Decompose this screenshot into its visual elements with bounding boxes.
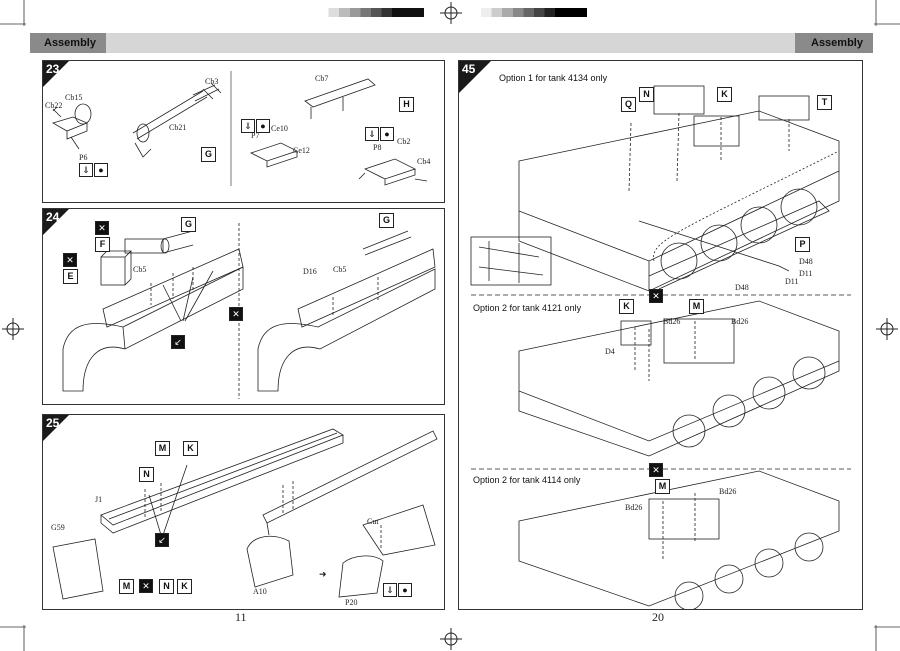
label-cb21: Cb21 bbox=[169, 123, 187, 132]
remove-part-icon: ✕ bbox=[63, 253, 77, 267]
label-bd26: Bd26 bbox=[719, 487, 737, 496]
label-cb4: Cb4 bbox=[417, 157, 431, 166]
bend-arrow-icon: ↙ bbox=[171, 335, 185, 349]
part-g-box: G bbox=[181, 217, 196, 232]
option-2-caption-4121: Option 2 for tank 4121 only bbox=[473, 303, 582, 313]
label-p7: P7 bbox=[251, 131, 260, 140]
header-bar bbox=[30, 33, 873, 53]
header-tab-left: Assembly bbox=[30, 33, 106, 53]
step-23-panel: 23 Cb22 Cb15 P6 ⇓ ● Cb3 Cb21 G Cb7 H ⇓ ● bbox=[42, 60, 445, 203]
bend-arrow-icon: ↙ bbox=[155, 533, 169, 547]
arrow-glyph: ➜ bbox=[319, 569, 327, 579]
step-25-panel: 25 M K N J1 G59 ↙ M ✕ N K A10 Cut ➜ P20 … bbox=[42, 414, 445, 610]
part-m-box: M bbox=[155, 441, 170, 456]
label-cb2: Cb2 bbox=[397, 137, 411, 146]
label-d48: D48 bbox=[799, 257, 813, 266]
label-bd26: Bd26 bbox=[625, 503, 643, 512]
step-45-panel: 45 Option 1 for tank 4134 only bbox=[458, 60, 863, 610]
step-25-badge bbox=[43, 415, 69, 441]
remove-part-icon: ✕ bbox=[649, 289, 663, 303]
step-24-number: 24 bbox=[46, 210, 60, 224]
step-24-badge bbox=[43, 209, 69, 235]
label-a10: A10 bbox=[253, 587, 267, 596]
header-tab-right: Assembly bbox=[795, 33, 873, 53]
part-f-box: F bbox=[95, 237, 110, 252]
part-g-box: G bbox=[201, 147, 216, 162]
registration-mark-top bbox=[440, 2, 462, 24]
step-25-drawing bbox=[52, 428, 438, 600]
label-bd26: Bd26 bbox=[663, 317, 681, 326]
color-registration-strip-right bbox=[481, 8, 587, 17]
glue-icon: ⇓ bbox=[365, 127, 379, 141]
label-d4: D4 bbox=[605, 347, 615, 356]
part-m-box: M bbox=[689, 299, 704, 314]
step-23-badge bbox=[43, 61, 69, 87]
page-number-left: 11 bbox=[235, 610, 247, 624]
label-p20: P20 bbox=[345, 598, 358, 607]
label-d11: D11 bbox=[785, 277, 799, 286]
cement-icon: ● bbox=[380, 127, 394, 141]
step-25-number: 25 bbox=[46, 416, 60, 430]
remove-part-icon: ✕ bbox=[95, 221, 109, 235]
cement-icon: ● bbox=[94, 163, 108, 177]
label-cb7: Cb7 bbox=[315, 74, 329, 83]
option-1-caption: Option 1 for tank 4134 only bbox=[499, 73, 608, 83]
part-k-box: K bbox=[183, 441, 198, 456]
registration-mark-bottom bbox=[440, 628, 462, 650]
option-2-caption-4114: Option 2 for tank 4114 only bbox=[473, 475, 581, 485]
part-k-box: K bbox=[717, 87, 732, 102]
step-23-drawing bbox=[51, 71, 428, 186]
label-bd26: Bd26 bbox=[731, 317, 749, 326]
step-24-panel: 24 G ✕ F ✕ E Cb5 ↙ ✕ bbox=[42, 208, 445, 405]
label-p6: P6 bbox=[79, 153, 88, 162]
remove-part-icon: ✕ bbox=[139, 579, 153, 593]
label-cb22: Cb22 bbox=[45, 101, 63, 110]
step-23-number: 23 bbox=[46, 62, 60, 76]
label-cb3: Cb3 bbox=[205, 77, 219, 86]
part-k-box: K bbox=[619, 299, 634, 314]
label-g59: G59 bbox=[51, 523, 65, 532]
step-45-number: 45 bbox=[462, 62, 476, 76]
part-m-box: M bbox=[119, 579, 134, 594]
registration-mark-right bbox=[876, 318, 898, 340]
glue-icon: ⇓ bbox=[241, 119, 255, 133]
label-ce12: Ce12 bbox=[293, 146, 310, 155]
part-n-box: N bbox=[139, 467, 154, 482]
cement-icon: ● bbox=[256, 119, 270, 133]
part-p-box: P bbox=[795, 237, 810, 252]
label-ce10: Ce10 bbox=[271, 124, 288, 133]
page-number-right: 20 bbox=[652, 610, 664, 624]
step-45-drawing bbox=[470, 85, 851, 609]
part-g-box: G bbox=[379, 213, 394, 228]
part-m-box: M bbox=[655, 479, 670, 494]
part-n-box: N bbox=[639, 87, 654, 102]
remove-part-icon: ✕ bbox=[229, 307, 243, 321]
label-p8: P8 bbox=[373, 143, 382, 152]
part-h-box: H bbox=[399, 97, 414, 112]
label-cb5: Cb5 bbox=[133, 265, 147, 274]
label-d48: D48 bbox=[735, 283, 749, 292]
label-cut: Cut bbox=[367, 517, 379, 526]
label-d16: D16 bbox=[303, 267, 317, 276]
glue-icon: ⇓ bbox=[383, 583, 397, 597]
cement-icon: ● bbox=[398, 583, 412, 597]
color-registration-strip-left bbox=[318, 8, 424, 17]
label-cb5: Cb5 bbox=[333, 265, 347, 274]
registration-mark-left bbox=[2, 318, 24, 340]
part-t-box: T bbox=[817, 95, 832, 110]
part-k-box: K bbox=[177, 579, 192, 594]
label-j1: J1 bbox=[95, 495, 103, 504]
label-d11: D11 bbox=[799, 269, 813, 278]
label-cb15: Cb15 bbox=[65, 93, 83, 102]
step-45-badge bbox=[459, 61, 491, 93]
part-n-box: N bbox=[159, 579, 174, 594]
part-e-box: E bbox=[63, 269, 78, 284]
glue-icon: ⇓ bbox=[79, 163, 93, 177]
remove-part-icon: ✕ bbox=[649, 463, 663, 477]
part-q-box: Q bbox=[621, 97, 636, 112]
